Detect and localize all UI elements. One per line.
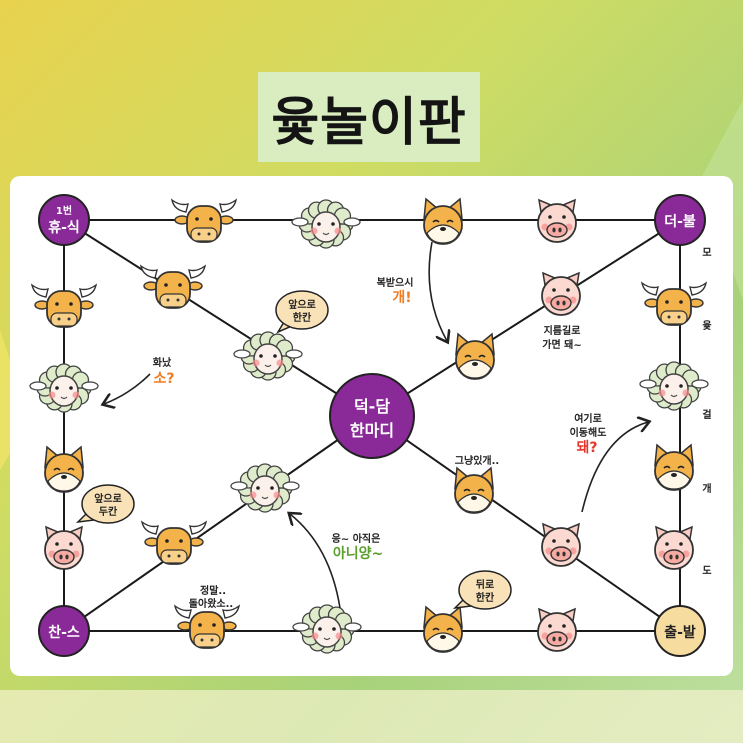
- title-banner: 윷놀이판: [258, 72, 480, 162]
- pig-icon: [44, 525, 84, 570]
- side-label: 모: [702, 247, 711, 259]
- annotation-jeongmal: 돌아왔소..: [189, 597, 233, 610]
- pig-icon: [654, 525, 694, 570]
- sheep-icon: [230, 463, 300, 513]
- sheep-icon: [639, 361, 709, 411]
- sheep-icon: [292, 604, 362, 654]
- arrow: [428, 241, 447, 341]
- arrow: [104, 373, 151, 404]
- annotation-yeogiro-big: 돼?: [576, 440, 597, 456]
- rest-station-label: 휴-식: [48, 220, 80, 236]
- annotation-hwanat-big: 소?: [153, 371, 174, 387]
- annotation-jireumgil: 가면 돼~: [542, 338, 581, 351]
- speech-bubble-text: 두칸: [99, 505, 118, 518]
- dog-icon: [654, 443, 694, 491]
- dog-icon: [44, 445, 84, 493]
- annotation-yeogiro: 이동해도: [570, 426, 607, 439]
- annotation-jeongmal: 정말..: [200, 584, 226, 597]
- board-line: [371, 219, 681, 417]
- side-label: 윷: [702, 320, 711, 332]
- side-label: 걸: [702, 408, 711, 421]
- share-station-label: 더-불: [664, 214, 696, 230]
- board-icons: [29, 197, 709, 654]
- annotation-jireumgil: 지름길로: [544, 324, 581, 337]
- chance-station-label: 찬-스: [48, 624, 80, 641]
- cow-icon: [139, 264, 207, 309]
- pig-icon: [541, 522, 581, 567]
- chance-station: 찬-스: [38, 605, 90, 657]
- center-station-label: 한마디: [350, 421, 394, 440]
- side-label: 개: [702, 482, 711, 495]
- speech-bubble-text: 앞으로: [94, 493, 122, 505]
- center-station-label: 덕-담: [354, 397, 390, 416]
- annotation-hwanat: 화났: [153, 356, 172, 369]
- sheep-icon: [233, 331, 303, 381]
- cow-icon: [30, 283, 98, 328]
- dog-icon: [423, 605, 463, 653]
- cow-icon: [170, 198, 238, 243]
- dog-icon: [454, 466, 494, 514]
- cow-icon: [140, 520, 208, 565]
- pig-icon: [537, 607, 577, 652]
- sheep-icon: [291, 199, 361, 249]
- cow-icon: [173, 604, 241, 649]
- board-line: [63, 415, 373, 632]
- annotation-eung-big: 아니양~: [333, 545, 383, 562]
- cow-icon: [640, 281, 708, 326]
- annotation-bokbat-big: 개!: [392, 290, 411, 306]
- dog-icon: [455, 332, 495, 380]
- annotation-yeogiro: 여기로: [574, 412, 602, 425]
- arrow: [581, 422, 648, 513]
- annotation-geunyang: 그냥있개..: [455, 454, 499, 467]
- rest-station: 1번휴-식: [38, 194, 90, 246]
- pig-icon: [541, 271, 581, 316]
- speech-bubble-text: 한칸: [293, 311, 312, 324]
- arrow: [290, 514, 341, 609]
- start-station: 출-발: [654, 605, 706, 657]
- rest-station-label: 1번: [56, 204, 72, 217]
- dog-icon: [423, 197, 463, 245]
- side-label: 도: [702, 565, 711, 577]
- board-line: [371, 415, 681, 632]
- speech-bubble-text: 한칸: [476, 591, 495, 604]
- speech-bubble-text: 앞으로: [288, 299, 316, 311]
- board-line: [63, 219, 373, 417]
- page-title: 윷놀이판: [271, 92, 467, 153]
- share-station: 더-불: [654, 194, 706, 246]
- sheep-icon: [29, 363, 99, 413]
- start-station-label: 출-발: [664, 624, 696, 641]
- annotation-bokbat: 복받으시: [377, 276, 414, 289]
- pig-icon: [537, 198, 577, 243]
- speech-bubble-text: 뒤로: [476, 579, 494, 591]
- annotation-eung: 응~ 아직은: [332, 532, 381, 545]
